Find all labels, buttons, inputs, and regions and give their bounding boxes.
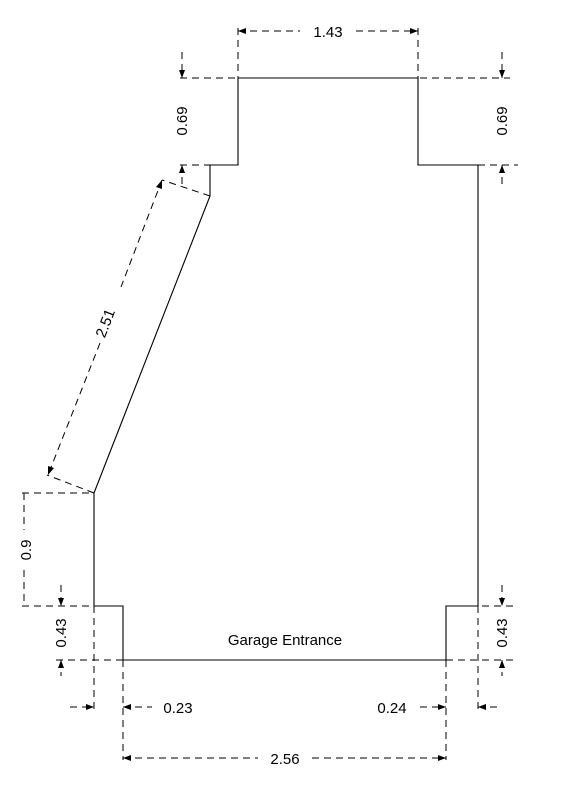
dimension-label-bottom-left-height: 0.43 bbox=[53, 618, 70, 647]
arrowhead bbox=[58, 660, 64, 668]
dimension-line bbox=[120, 179, 163, 288]
arrowhead bbox=[499, 70, 505, 78]
arrowhead bbox=[499, 165, 505, 173]
extension-line bbox=[161, 179, 211, 197]
dimension-line bbox=[47, 342, 101, 476]
dimension-top-width: 1.43 bbox=[237, 24, 419, 78]
arrowhead bbox=[123, 755, 131, 761]
arrowhead bbox=[438, 755, 446, 761]
dimension-label-bottom-width: 2.56 bbox=[270, 751, 299, 768]
dimension-bottom-width: 2.56 bbox=[123, 751, 446, 768]
dimension-left-offset-height: 0.9 bbox=[18, 492, 123, 607]
arrowhead bbox=[238, 28, 246, 34]
dimension-top-right-height: 0.69 bbox=[418, 52, 518, 185]
arrowhead bbox=[410, 28, 418, 34]
dimension-label-top-width: 1.43 bbox=[313, 24, 342, 41]
dimension-top-left-height: 0.69 bbox=[174, 52, 510, 185]
arrowhead bbox=[156, 180, 162, 189]
dimension-label-top-left-height: 0.69 bbox=[174, 106, 191, 135]
dimension-bottom-left-offset: 0.23 bbox=[70, 606, 193, 760]
room-label: Garage Entrance bbox=[228, 632, 342, 649]
dimension-label-bottom-right-height: 0.43 bbox=[494, 618, 511, 647]
arrowhead bbox=[179, 70, 185, 78]
arrowhead bbox=[86, 704, 94, 710]
arrowhead bbox=[179, 165, 185, 173]
dimension-bottom-right-offset: 0.24 bbox=[377, 606, 502, 760]
arrowhead bbox=[499, 660, 505, 668]
dimension-label-bottom-right-offset: 0.24 bbox=[377, 700, 406, 717]
arrowhead bbox=[478, 704, 486, 710]
arrowhead bbox=[499, 598, 505, 606]
dimension-slanted-wall: 2.51 bbox=[46, 179, 211, 494]
dimension-bottom-left-height: 0.43 bbox=[53, 585, 123, 676]
dimension-label-top-right-height: 0.69 bbox=[494, 106, 511, 135]
dimension-label-slanted-wall: 2.51 bbox=[93, 307, 119, 340]
arrowhead bbox=[48, 466, 54, 475]
arrowhead bbox=[58, 598, 64, 606]
arrowhead bbox=[438, 704, 446, 710]
dimension-label-bottom-left-offset: 0.23 bbox=[163, 700, 192, 717]
dimension-label-left-offset-height: 0.9 bbox=[18, 540, 35, 561]
arrowhead bbox=[123, 704, 131, 710]
dimension-bottom-right-height: 0.43 bbox=[446, 585, 518, 676]
extension-line bbox=[46, 474, 95, 494]
